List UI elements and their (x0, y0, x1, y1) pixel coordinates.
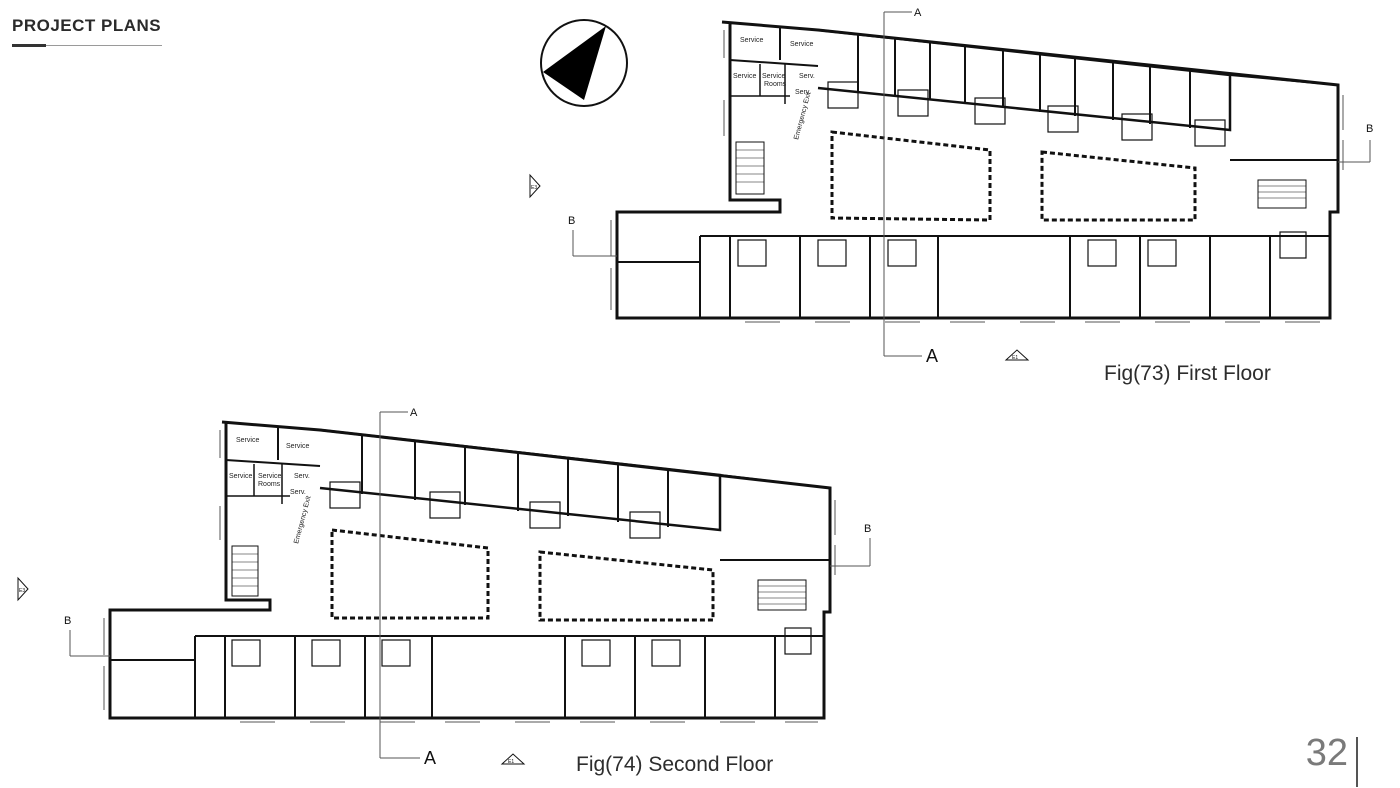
room-label: Service (733, 73, 756, 80)
room-label: Emergency Exit (293, 495, 312, 544)
room-label: Emergency Exit (793, 91, 812, 140)
elevation-marker: E1 (1012, 355, 1018, 361)
heading-rule (12, 45, 162, 46)
section-marker-b: B (1366, 123, 1373, 135)
room-label: Service (740, 37, 763, 44)
room-label: Service (258, 473, 281, 480)
section-marker-a: A (424, 748, 436, 768)
section-marker-b: B (864, 523, 871, 535)
section-marker-a: A (410, 407, 418, 419)
room-label: Service (762, 73, 785, 80)
section-marker-a: A (914, 7, 922, 19)
page-number-bar (1356, 737, 1358, 787)
room-label: Rooms (258, 481, 281, 488)
room-label: Rooms (764, 81, 787, 88)
elevation-marker: E3 (531, 185, 537, 191)
north-arrow-icon (540, 19, 628, 107)
first-floor-plan (529, 11, 1371, 361)
heading-accent (12, 44, 46, 47)
room-label: Service (286, 443, 309, 450)
section-marker-a: A (926, 346, 938, 366)
page-heading: PROJECT PLANS (12, 16, 162, 35)
second-floor-caption: Fig(74) Second Floor (576, 753, 774, 776)
room-label: Service (236, 437, 259, 444)
elevation-marker: E1 (508, 759, 514, 765)
room-label: Serv. (294, 473, 310, 480)
room-label: Serv. (795, 89, 811, 96)
second-floor-labels: Service Service Service Service Rooms Se… (19, 407, 871, 768)
section-marker-b: B (64, 615, 71, 627)
elevation-marker: E3 (19, 588, 25, 594)
room-label: Serv. (290, 489, 306, 496)
second-floor-plan (17, 411, 871, 765)
room-label: Serv. (799, 73, 815, 80)
first-floor-labels: Service Service Service Service Rooms Se… (531, 7, 1373, 366)
room-label: Service (229, 473, 252, 480)
first-floor-caption: Fig(73) First Floor (1104, 362, 1271, 385)
section-marker-b: B (568, 215, 575, 227)
room-label: Service (790, 41, 813, 48)
page-number: 32 (1305, 732, 1348, 774)
